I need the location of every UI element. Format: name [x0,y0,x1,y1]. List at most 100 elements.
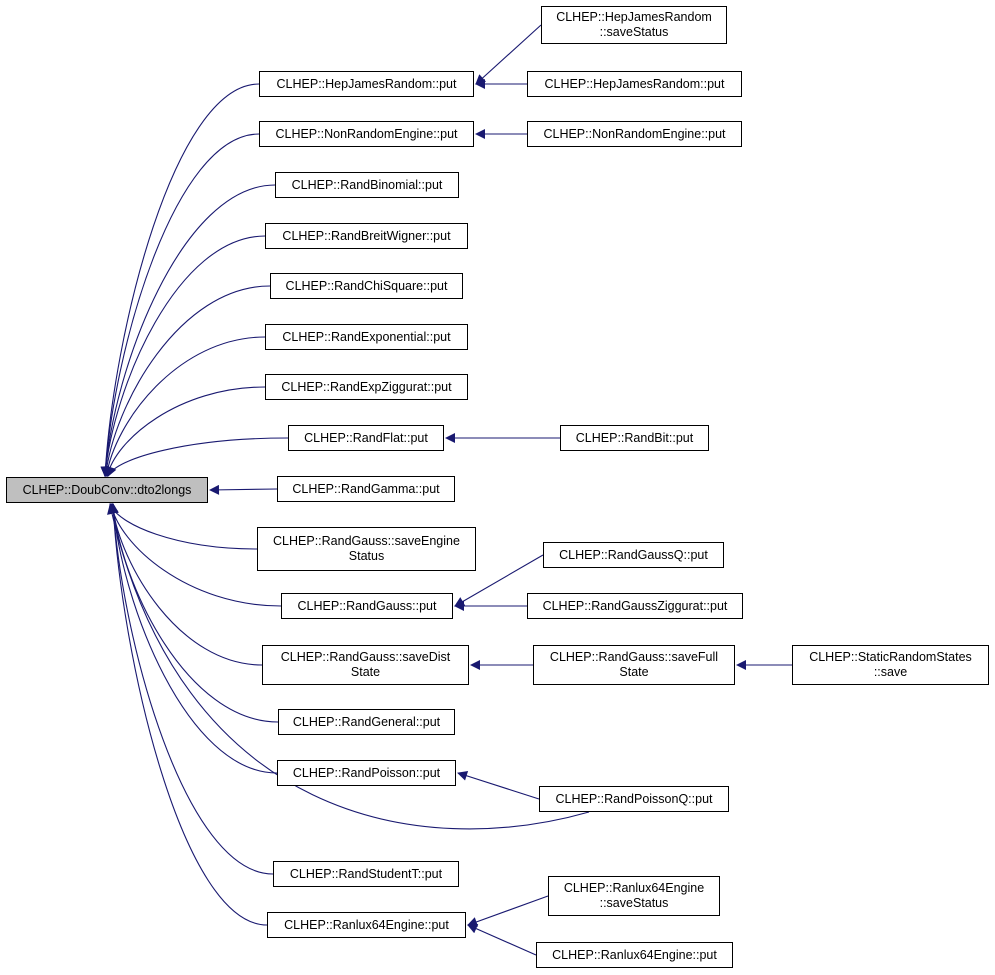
edge-n24-to-root [108,503,274,875]
edge-n18-to-root [108,503,263,666]
node-clhep-randgamma-put[interactable]: CLHEP::RandGamma::put [277,476,455,502]
node-clhep-randgaussziggurat-put[interactable]: CLHEP::RandGaussZiggurat::put [527,593,743,619]
edge-n26-to-root [108,503,268,926]
edge-n21-to-root [108,503,279,723]
edge-n11-to-root [107,437,289,477]
node-label: CLHEP::RandExpZiggurat::put [281,380,451,395]
node-label-line: CLHEP::RandBreitWigner::put [282,228,451,243]
node-label: CLHEP::RandExponential::put [282,330,450,345]
node-label-line: CLHEP::NonRandomEngine::put [543,126,726,141]
node-label: CLHEP::RandBit::put [576,431,693,446]
edge-n2-to-root [100,83,260,477]
node-label: CLHEP::Ranlux64Engine::put [552,948,717,963]
edge-n9-to-root [102,336,266,477]
edge-n16-to-root [107,503,282,607]
node-clhep-randflat-put[interactable]: CLHEP::RandFlat::put [288,425,444,451]
node-label: CLHEP::RandStudentT::put [290,867,442,882]
node-label-line: CLHEP::RandGauss::saveDist [280,650,451,664]
node-clhep-ranlux64engine-savestatus[interactable]: CLHEP::Ranlux64Engine::saveStatus [548,876,720,916]
node-clhep-nonrandomengine-put[interactable]: CLHEP::NonRandomEngine::put [527,121,742,147]
edge-n8-to-root [101,285,271,477]
node-clhep-randbinomial-put[interactable]: CLHEP::RandBinomial::put [275,172,459,198]
node-clhep-nonrandomengine-put[interactable]: CLHEP::NonRandomEngine::put [259,121,474,147]
node-clhep-randexpziggurat-put[interactable]: CLHEP::RandExpZiggurat::put [265,374,468,400]
node-label-line: CLHEP::RandGauss::saveFull [549,650,719,664]
node-label-line: CLHEP::Ranlux64Engine [563,881,705,895]
node-label-line: ::saveStatus [599,896,669,910]
node-label: CLHEP::Ranlux64Engine::put [284,918,449,933]
node-label-line: CLHEP::DoubConv::dto2longs [22,482,192,497]
node-label: CLHEP::HepJamesRandom::put [545,77,725,92]
node-label: CLHEP::NonRandomEngine::put [543,127,725,142]
node-label: CLHEP::RandGaussZiggurat::put [543,599,728,614]
node-label-line: CLHEP::RandPoissonQ::put [555,791,713,806]
node-label: CLHEP::RandPoissonQ::put [555,792,712,807]
node-label-line: CLHEP::RandFlat::put [304,430,428,445]
node-label: CLHEP::RandBreitWigner::put [282,229,450,244]
node-label: CLHEP::RandBinomial::put [292,178,443,193]
node-clhep-hepjamesrandom-put[interactable]: CLHEP::HepJamesRandom::put [259,71,474,97]
node-label-line: CLHEP::RandGeneral::put [292,714,441,729]
node-label-line: CLHEP::HepJamesRandom [556,10,712,24]
node-label: CLHEP::RandChiSquare::put [286,279,448,294]
node-label: CLHEP::Ranlux64Engine::saveStatus [564,881,704,911]
node-clhep-randexponential-put[interactable]: CLHEP::RandExponential::put [265,324,468,350]
node-label-line: CLHEP::RandGauss::saveEngine [273,534,460,548]
node-label: CLHEP::RandGamma::put [292,482,439,497]
node-clhep-ranlux64engine-put[interactable]: CLHEP::Ranlux64Engine::put [267,912,466,938]
node-label-line: CLHEP::Ranlux64Engine::put [552,947,717,962]
edge-n10-to-root [104,386,266,477]
edge-n22-to-root [108,503,278,774]
node-label-line: Status [348,549,385,563]
node-label-line: CLHEP::RandBit::put [575,430,694,445]
node-label: CLHEP::DoubConv::dto2longs [23,483,192,498]
edge-n13-to-root [209,484,278,495]
node-label-line: CLHEP::RandPoisson::put [292,765,441,780]
node-label-line: CLHEP::Ranlux64Engine::put [284,917,449,932]
edge-n23-to-n22 [457,770,540,800]
node-label-line: State [350,665,381,679]
node-label-line: CLHEP::RandGamma::put [292,481,440,496]
root-node-clhep-doubconv-dto2longs[interactable]: CLHEP::DoubConv::dto2longs [6,477,208,503]
node-label-line: CLHEP::RandStudentT::put [289,866,443,881]
edge-n1-to-n2 [475,24,542,85]
node-label: CLHEP::RandGauss::put [298,599,437,614]
node-label-line: CLHEP::RandGaussQ::put [559,547,708,562]
node-clhep-randbit-put[interactable]: CLHEP::RandBit::put [560,425,709,451]
node-clhep-randstudentt-put[interactable]: CLHEP::RandStudentT::put [273,861,459,887]
node-label: CLHEP::RandFlat::put [304,431,428,446]
node-clhep-hepjamesrandom-savestatus[interactable]: CLHEP::HepJamesRandom::saveStatus [541,6,727,44]
node-clhep-randbreitwigner-put[interactable]: CLHEP::RandBreitWigner::put [265,223,468,249]
node-label-line: CLHEP::RandBinomial::put [291,177,443,192]
node-clhep-randgeneral-put[interactable]: CLHEP::RandGeneral::put [278,709,455,735]
node-clhep-randgauss-put[interactable]: CLHEP::RandGauss::put [281,593,453,619]
node-label-line: CLHEP::NonRandomEngine::put [275,126,458,141]
node-label-line: CLHEP::HepJamesRandom::put [544,76,725,91]
node-clhep-staticrandomstates-save[interactable]: CLHEP::StaticRandomStates::save [792,645,989,685]
node-label: CLHEP::RandGaussQ::put [559,548,708,563]
node-clhep-randpoisson-put[interactable]: CLHEP::RandPoisson::put [277,760,456,786]
edge-n23-to-root [107,504,590,830]
edge-n7-to-root [100,235,266,477]
node-clhep-ranlux64engine-put[interactable]: CLHEP::Ranlux64Engine::put [536,942,733,968]
edge-n25-to-n26 [467,895,549,927]
edge-n15-to-n16 [454,554,544,607]
node-label: CLHEP::StaticRandomStates::save [809,650,972,680]
node-label-line: CLHEP::HepJamesRandom::put [276,76,457,91]
node-label: CLHEP::HepJamesRandom::put [277,77,457,92]
node-label: CLHEP::RandGeneral::put [293,715,440,730]
node-clhep-hepjamesrandom-put[interactable]: CLHEP::HepJamesRandom::put [527,71,742,97]
node-clhep-randchisquare-put[interactable]: CLHEP::RandChiSquare::put [270,273,463,299]
node-label-line: ::saveStatus [599,25,669,39]
node-label-line: CLHEP::RandGaussZiggurat::put [542,598,728,613]
edge-n4-to-root [100,133,260,477]
node-clhep-randpoissonq-put[interactable]: CLHEP::RandPoissonQ::put [539,786,729,812]
node-clhep-randgaussq-put[interactable]: CLHEP::RandGaussQ::put [543,542,724,568]
node-label: CLHEP::RandPoisson::put [293,766,440,781]
